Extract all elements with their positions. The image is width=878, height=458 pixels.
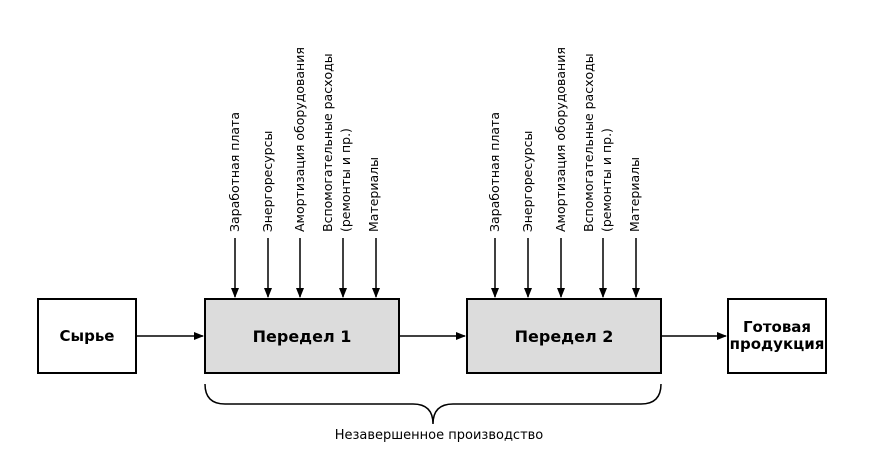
stage1-label: Передел 1 <box>252 326 352 346</box>
stage2-label: Передел 2 <box>514 326 614 346</box>
raw-material-label: Сырье <box>59 327 115 345</box>
wip-label: Незавершенное производство <box>334 428 544 443</box>
stage2-input-label-auxiliary: Вспомогательные расходы <box>581 53 596 232</box>
wip-brace <box>204 383 662 425</box>
stage2-input-label-wage: Заработная плата <box>487 112 502 232</box>
stage1-input-label-wage: Заработная плата <box>227 112 242 232</box>
stage2-input-label-materials: Материалы <box>627 157 642 232</box>
stage1-box: Передел 1 <box>204 298 400 374</box>
raw-material-box: Сырье <box>37 298 137 374</box>
stage2-input-label-energy: Энергоресурсы <box>520 130 535 232</box>
finished-product-label: Готовая продукция <box>729 317 825 353</box>
finished-product-box: Готовая продукция <box>727 298 827 374</box>
stage2-input-label-auxiliary-note: (ремонты и пр.) <box>599 128 614 232</box>
stage1-input-label-auxiliary-note: (ремонты и пр.) <box>338 128 353 232</box>
stage2-input-label-depreciation: Амортизация оборудования <box>553 47 568 232</box>
stage1-input-label-auxiliary: Вспомогательные расходы <box>320 53 335 232</box>
stage1-input-label-depreciation: Амортизация оборудования <box>292 47 307 232</box>
stage2-box: Передел 2 <box>466 298 662 374</box>
stage1-input-label-materials: Материалы <box>366 157 381 232</box>
stage1-input-label-energy: Энергоресурсы <box>260 130 275 232</box>
